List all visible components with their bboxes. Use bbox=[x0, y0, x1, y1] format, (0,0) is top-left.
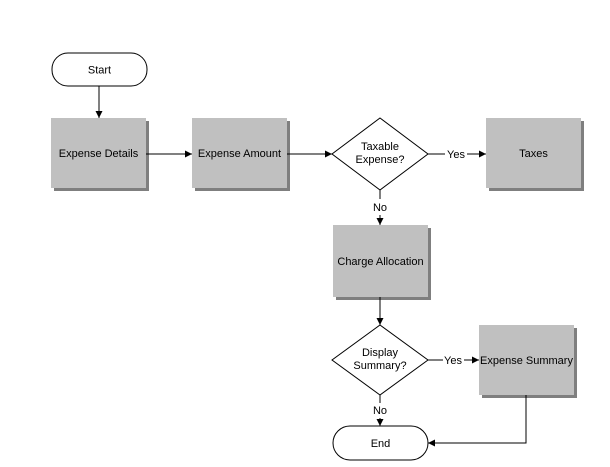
expense-details-node: Expense Details bbox=[51, 118, 149, 191]
expense-amount-node: Expense Amount bbox=[192, 118, 290, 191]
start-label: Start bbox=[88, 65, 111, 77]
end-label: End bbox=[371, 438, 391, 450]
expense-summary-node: Expense Summary bbox=[479, 325, 577, 398]
taxes-node: Taxes bbox=[486, 118, 584, 191]
taxable-decision-label-line2: Expense? bbox=[356, 154, 405, 166]
display-decision-label-line1: Display bbox=[362, 347, 399, 359]
charge-allocation-node: Charge Allocation bbox=[333, 225, 431, 300]
expense-details-label: Expense Details bbox=[59, 148, 139, 160]
taxes-label: Taxes bbox=[519, 148, 548, 160]
edge-summary-to-end bbox=[428, 395, 527, 447]
taxable-expense-decision: Taxable Expense? bbox=[331, 117, 429, 191]
end-node: End bbox=[332, 425, 429, 461]
start-node: Start bbox=[51, 52, 148, 87]
taxable-no-label: No bbox=[373, 202, 387, 214]
taxable-yes-label: Yes bbox=[447, 149, 465, 161]
expense-summary-label: Expense Summary bbox=[480, 355, 573, 367]
charge-allocation-label: Charge Allocation bbox=[337, 256, 423, 268]
display-decision-label-line2: Summary? bbox=[353, 360, 406, 372]
expense-amount-label: Expense Amount bbox=[198, 148, 281, 160]
taxable-decision-label-line1: Taxable bbox=[361, 141, 399, 153]
display-summary-decision: Display Summary? bbox=[331, 324, 429, 396]
display-no-label: No bbox=[373, 405, 387, 417]
display-yes-label: Yes bbox=[444, 355, 462, 367]
